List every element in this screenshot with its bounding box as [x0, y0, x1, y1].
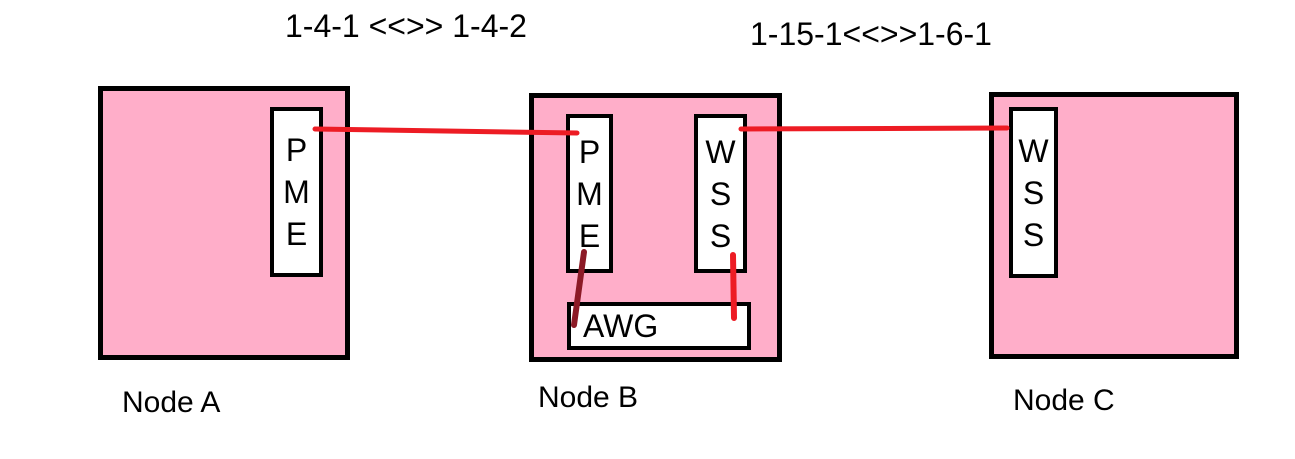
node-c-box: W S S [989, 92, 1239, 359]
pme-card-node-a: P M E [270, 107, 323, 277]
node-a-box: P M E [98, 86, 350, 360]
wss-card-node-c: W S S [1009, 107, 1058, 278]
node-b-box: P M E W S S AWG [529, 93, 782, 362]
node-b-label: Node B [538, 381, 639, 414]
awg-card-node-b: AWG [567, 302, 751, 350]
node-c-label: Node C [1013, 384, 1115, 417]
wss-card-node-b: W S S [694, 114, 747, 273]
connection-label-ab: 1-4-1 <<>> 1-4-2 [285, 8, 527, 44]
connection-label-bc: 1-15-1<<>>1-6-1 [750, 16, 992, 52]
node-a-label: Node A [122, 386, 221, 419]
pme-card-node-b: P M E [566, 114, 613, 273]
